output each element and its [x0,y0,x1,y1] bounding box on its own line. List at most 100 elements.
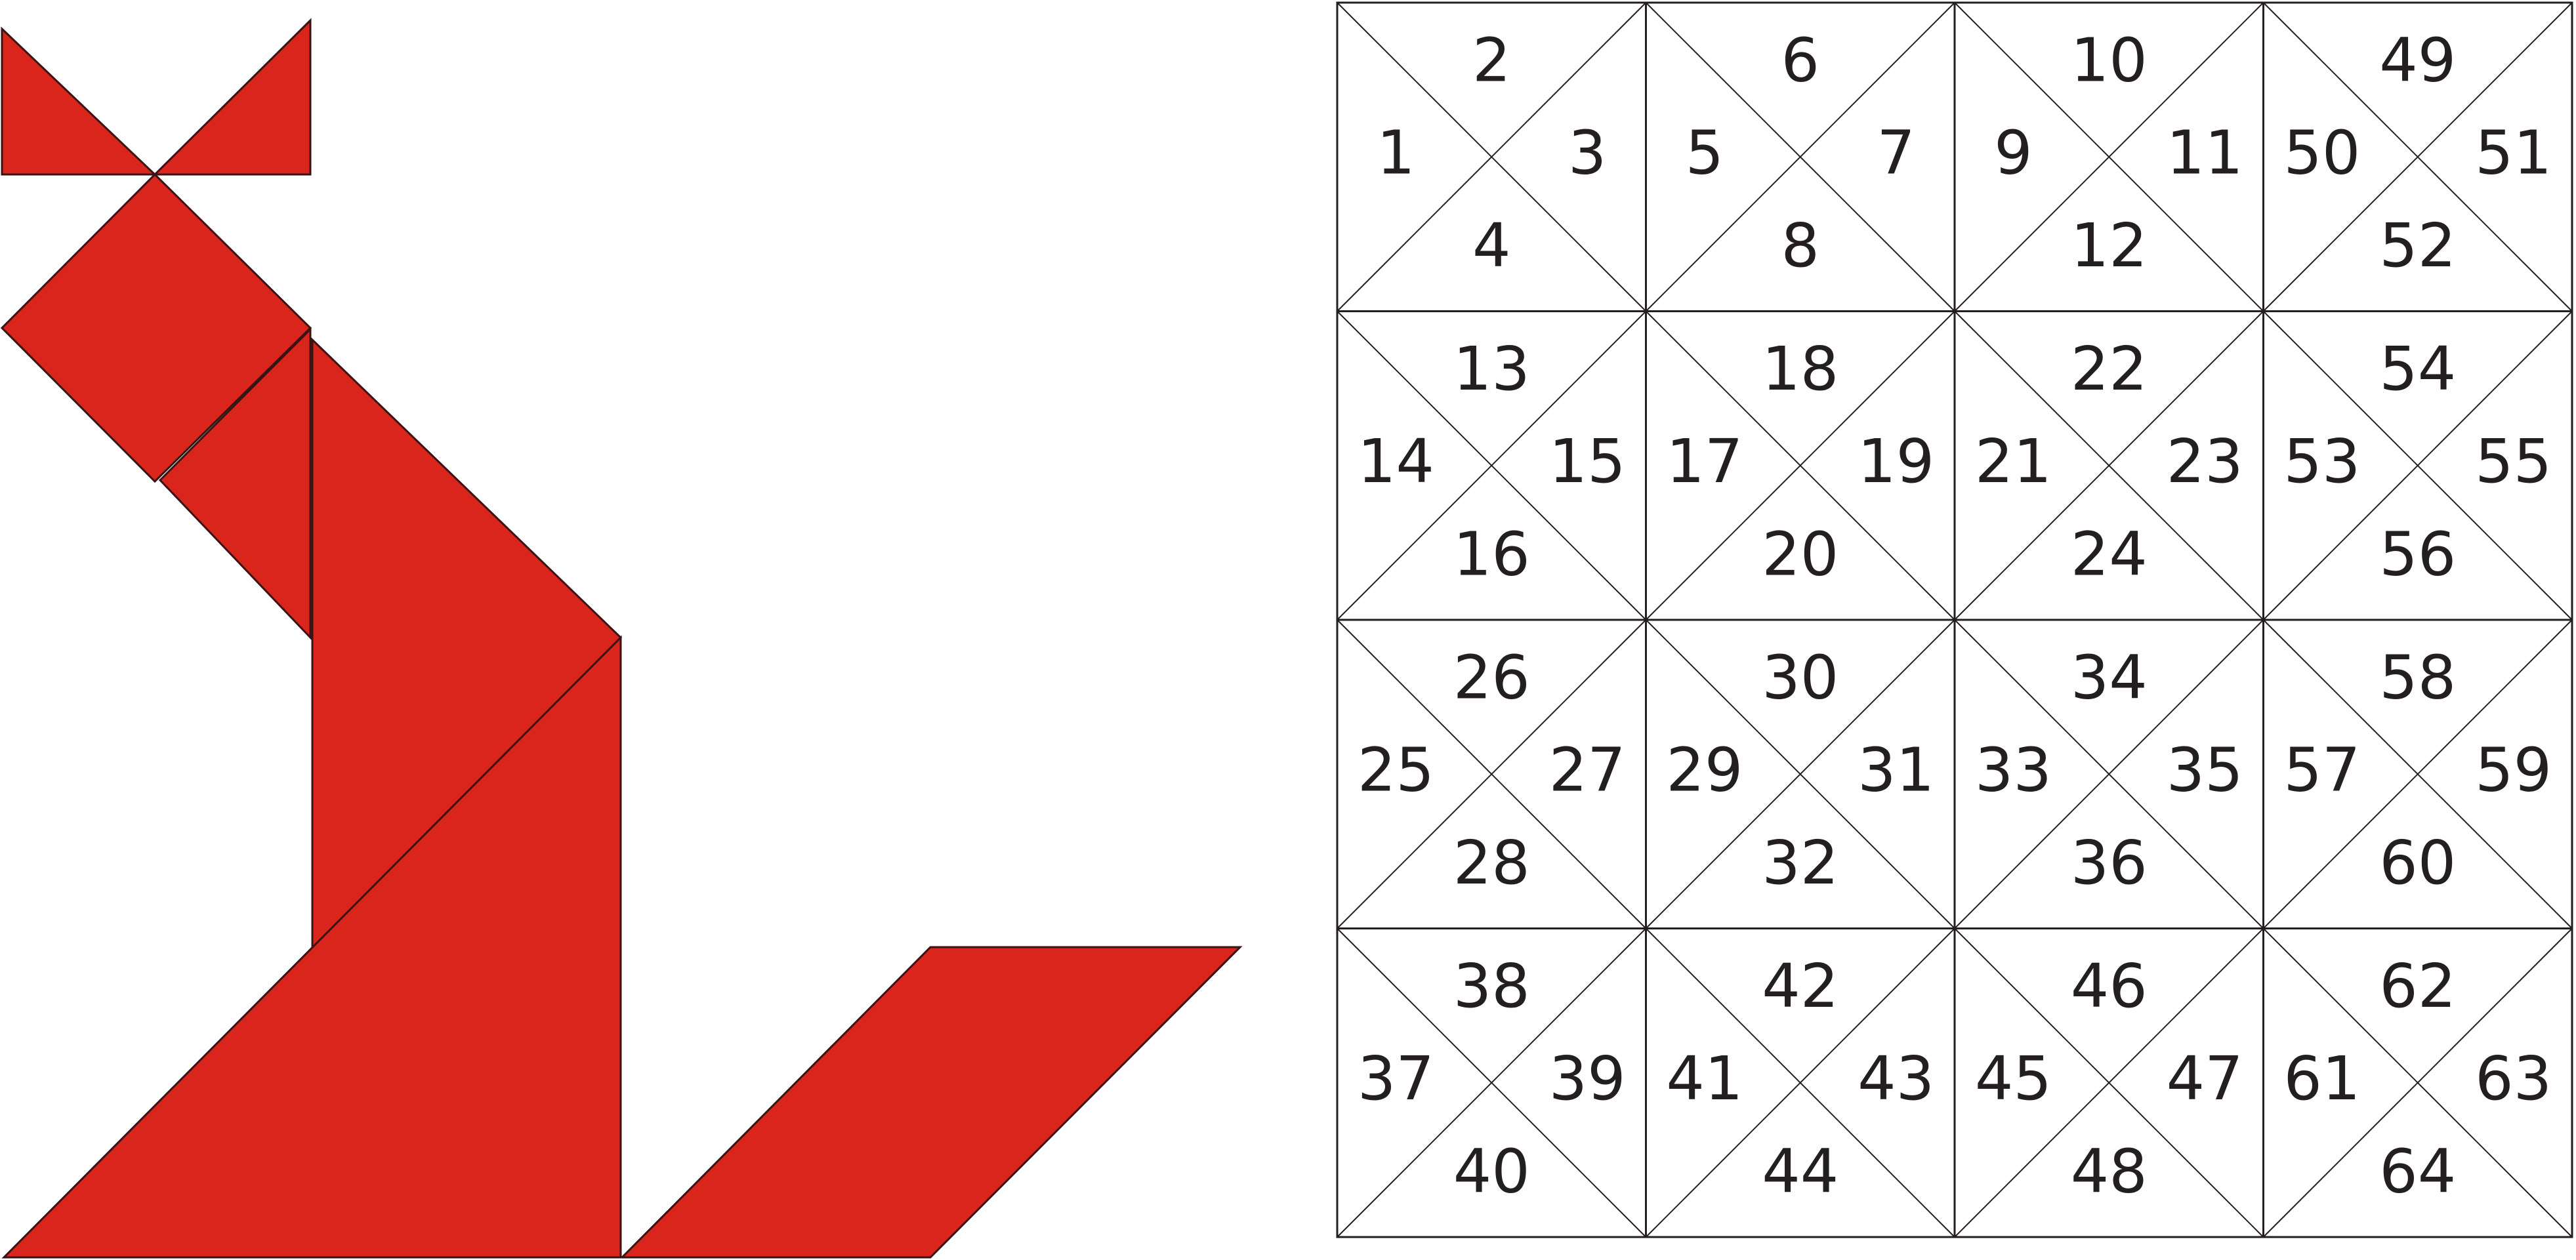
triangle-number-label: 14 [1358,426,1434,497]
triangle-number-label: 17 [1666,426,1743,497]
grid-cell: 53 54 55 56 [2262,310,2573,621]
triangle-number-label: 1 [1377,118,1415,188]
triangle-number-label: 39 [1549,1044,1626,1114]
triangle-number-label: 3 [1568,118,1607,188]
triangle-number-label: 56 [2379,519,2456,589]
grid-cell-diagonal [1954,619,2264,929]
grid-cell-diagonal [1645,927,1955,1238]
grid-cell: 29 30 31 32 [1645,619,1956,929]
triangle-number-label: 20 [1762,519,1839,589]
triangle-number-label: 64 [2379,1136,2456,1206]
tangram-cat-figure [0,18,1243,1259]
grid-cell: 17 18 19 20 [1645,310,1956,621]
grid-cell-diagonal [1954,310,2264,620]
grid-cell-diagonal [2262,927,2573,1238]
triangle-number-label: 7 [1877,118,1915,188]
tangram-piece-left-ear [1,26,157,176]
triangle-number-label: 44 [1762,1136,1839,1206]
tangram-piece-neck [158,327,312,640]
tangram-piece-body [1,635,622,1259]
triangle-number-label: 53 [2283,426,2360,497]
triangle-number-label: 35 [2167,735,2243,805]
triangle-number-label: 27 [1549,735,1626,805]
triangle-number-label: 59 [2475,735,2552,805]
grid-cell-diagonal [1954,927,2264,1238]
grid-cell-diagonal [2262,619,2573,929]
grid-cell-diagonal [1645,310,1955,620]
triangle-number-label: 38 [1453,951,1530,1021]
triangle-number-label: 18 [1762,334,1839,404]
triangle-number-label: 51 [2475,118,2552,188]
grid-cell: 41 42 43 44 [1645,927,1956,1238]
grid-cell-diagonal [1337,927,1647,1238]
triangle-number-label: 31 [1858,735,1934,805]
triangle-number-label: 46 [2071,951,2148,1021]
triangle-number-label: 62 [2379,951,2456,1021]
grid-cell-diagonal [1337,619,1647,929]
triangle-number-label: 6 [1781,25,1819,95]
triangle-number-label: 4 [1472,211,1511,281]
triangle-number-label: 57 [2283,735,2360,805]
triangle-number-label: 30 [1762,642,1839,712]
triangle-number-label: 12 [2071,211,2148,281]
grid-cell: 61 62 63 64 [2262,927,2573,1238]
grid-cell: 45 46 47 48 [1953,927,2264,1238]
triangle-number-label: 61 [2283,1044,2360,1114]
grid-cell: 21 22 23 24 [1953,310,2264,621]
triangle-number-label: 52 [2379,211,2456,281]
triangle-number-label: 26 [1453,642,1530,712]
triangle-number-label: 29 [1666,735,1743,805]
triangle-number-label: 36 [2071,828,2148,898]
triangle-number-label: 42 [1762,951,1839,1021]
triangle-number-label: 19 [1858,426,1934,497]
grid-cell: 14 13 15 16 [1336,310,1647,621]
triangle-number-label: 32 [1762,828,1839,898]
grid-cell: 25 26 27 28 [1336,619,1647,929]
grid-cell-diagonal [1645,2,1955,312]
triangle-number-label: 50 [2283,118,2360,188]
triangle-number-label: 48 [2071,1136,2148,1206]
triangle-number-label: 8 [1781,211,1819,281]
grid-cell-diagonal [1337,310,1647,620]
triangle-number-label: 23 [2167,426,2243,497]
tangram-piece-head-square [0,173,312,483]
triangle-number-label: 43 [1858,1044,1934,1114]
triangle-number-label: 15 [1549,426,1626,497]
triangle-number-label: 5 [1686,118,1724,188]
grid-cell: 37 38 39 40 [1336,927,1647,1238]
triangle-number-label: 21 [1975,426,2052,497]
grid-cell-border [2262,927,2573,1238]
tangram-piece-right-ear [152,18,312,176]
triangle-number-label: 47 [2167,1044,2243,1114]
triangle-number-label: 13 [1453,334,1530,404]
triangle-number-label: 33 [1975,735,2052,805]
triangle-number-label: 2 [1472,25,1511,95]
grid-cell: 33 34 35 36 [1953,619,2264,929]
triangle-number-label: 45 [1975,1044,2052,1114]
triangle-number-label: 60 [2379,828,2456,898]
triangle-number-label: 34 [2071,642,2148,712]
triangle-number-label: 25 [1358,735,1434,805]
triangle-number-label: 37 [1358,1044,1434,1114]
triangle-number-label: 41 [1666,1044,1743,1114]
triangle-number-label: 28 [1453,828,1530,898]
numbered-triangle-grid: 1234567891011125049515214131516171819202… [1336,1,2573,1238]
grid-cell: 9 10 11 12 [1953,1,2264,312]
triangle-number-label: 55 [2475,426,2552,497]
triangle-number-label: 22 [2071,334,2148,404]
triangle-number-label: 40 [1453,1136,1530,1206]
triangle-number-label: 54 [2379,334,2456,404]
tangram-piece-tail [619,946,1243,1259]
triangle-number-label: 9 [1994,118,2033,188]
triangle-number-label: 63 [2475,1044,2552,1114]
triangle-number-label: 10 [2071,25,2148,95]
triangle-number-label: 11 [2167,118,2243,188]
triangle-number-label: 16 [1453,519,1530,589]
triangle-number-label: 24 [2071,519,2148,589]
grid-cell-diagonal [1337,2,1647,312]
